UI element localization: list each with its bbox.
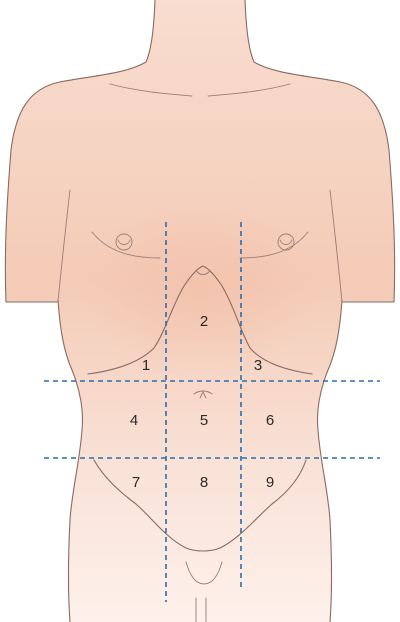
region-label-1: 1 [142,357,150,374]
region-label-2: 2 [200,313,208,330]
region-label-5: 5 [200,412,208,429]
region-label-6: 6 [266,412,274,429]
region-label-9: 9 [266,474,274,491]
region-label-8: 8 [200,474,208,491]
region-label-3: 3 [254,357,262,374]
region-label-4: 4 [130,412,138,429]
chest-shading [80,200,320,380]
region-label-7: 7 [132,474,140,491]
